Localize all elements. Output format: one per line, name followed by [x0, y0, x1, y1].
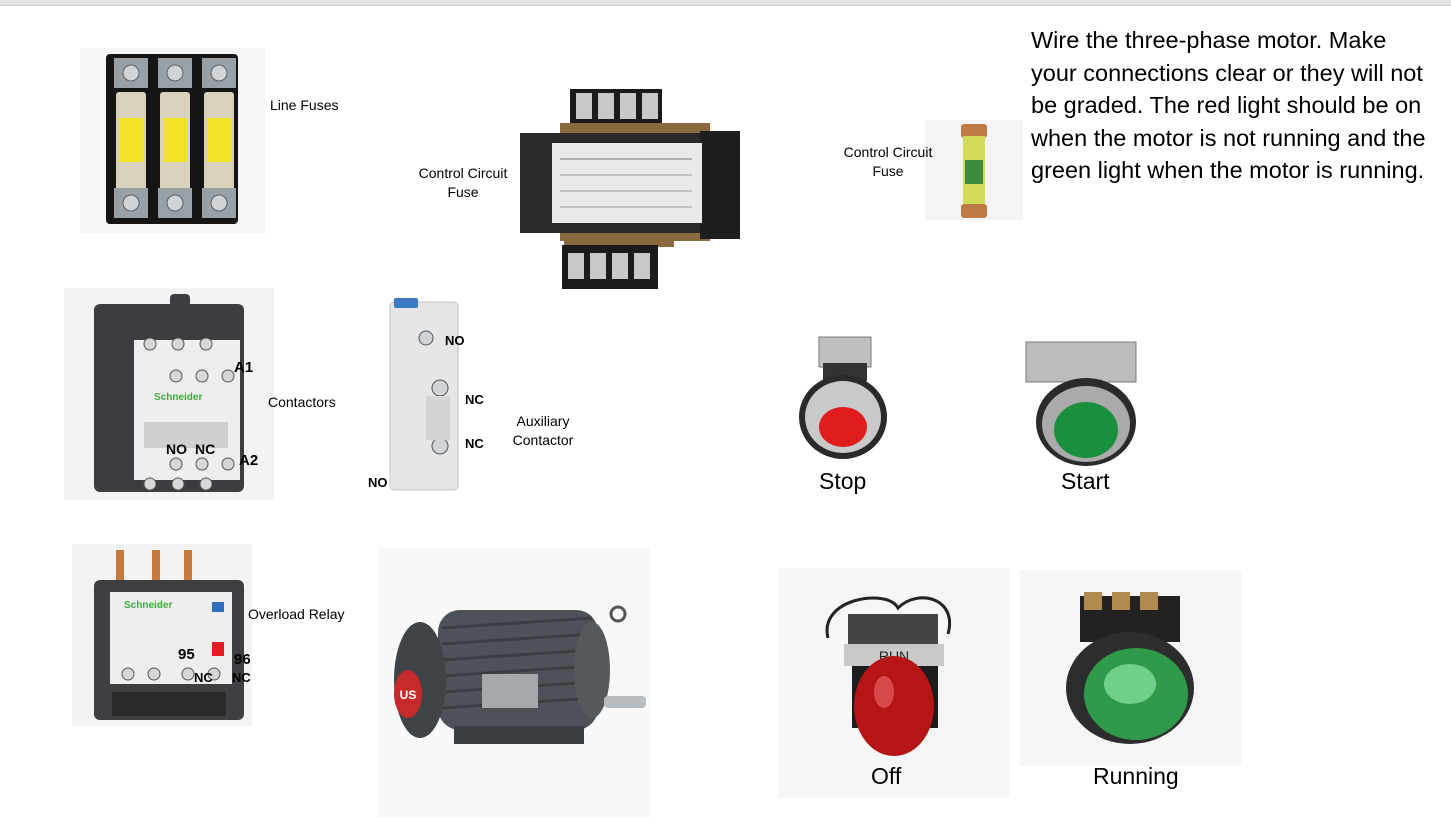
aux-nc-terminal-2: NC — [465, 436, 484, 451]
motor-image: US — [378, 548, 650, 818]
overload-relay-image: Schneider — [72, 544, 252, 726]
contactor-no-terminal: NO — [166, 441, 187, 457]
stop-button-image — [799, 336, 887, 459]
control-fuse-image — [925, 120, 1023, 220]
overload-nc-terminal-2: NC — [232, 670, 251, 685]
line-fuses-image — [80, 48, 265, 233]
transformer-image — [520, 89, 740, 289]
motor-logo-text: US — [400, 688, 417, 702]
overload-95-terminal: 95 — [178, 646, 195, 663]
control-circuit-fuse-label-1: Control Circuit Fuse — [418, 165, 508, 200]
green-pilot-light-image — [1020, 570, 1242, 766]
off-label: Off — [871, 763, 902, 789]
aux-no-bottom-terminal: NO — [368, 475, 388, 490]
instructions-text: Wire the three-phase motor. Make your co… — [1031, 27, 1426, 184]
contactor-a1-terminal: A1 — [234, 359, 254, 376]
start-button-image — [1025, 341, 1137, 466]
line-fuses-label: Line Fuses — [270, 97, 339, 113]
auxiliary-contact-image — [389, 298, 459, 491]
running-label: Running — [1093, 763, 1179, 789]
top-border — [0, 0, 1451, 6]
red-pilot-light-image: RUN — [778, 568, 1010, 798]
contactor-nc-terminal: NC — [195, 441, 216, 457]
overload-96-terminal: 96 — [234, 651, 251, 668]
overload-relay-brand-text: Schneider — [124, 600, 172, 611]
control-circuit-fuse-label-2: Control Circuit Fuse — [843, 144, 933, 179]
start-label: Start — [1061, 468, 1110, 494]
aux-nc-terminal-1: NC — [465, 392, 484, 407]
stop-label: Stop — [819, 468, 867, 494]
overload-relay-label: Overload Relay — [248, 606, 345, 622]
auxiliary-contactor-label: Auxiliary Contactor — [512, 413, 574, 448]
aux-no-top-terminal: NO — [445, 333, 465, 348]
contactors-label: Contactors — [268, 394, 336, 410]
overload-nc-terminal-1: NC — [194, 670, 213, 685]
contactor-image: Schneider — [64, 288, 274, 500]
contactor-a2-terminal: A2 — [239, 452, 259, 469]
contactor-brand-text: Schneider — [154, 392, 202, 403]
